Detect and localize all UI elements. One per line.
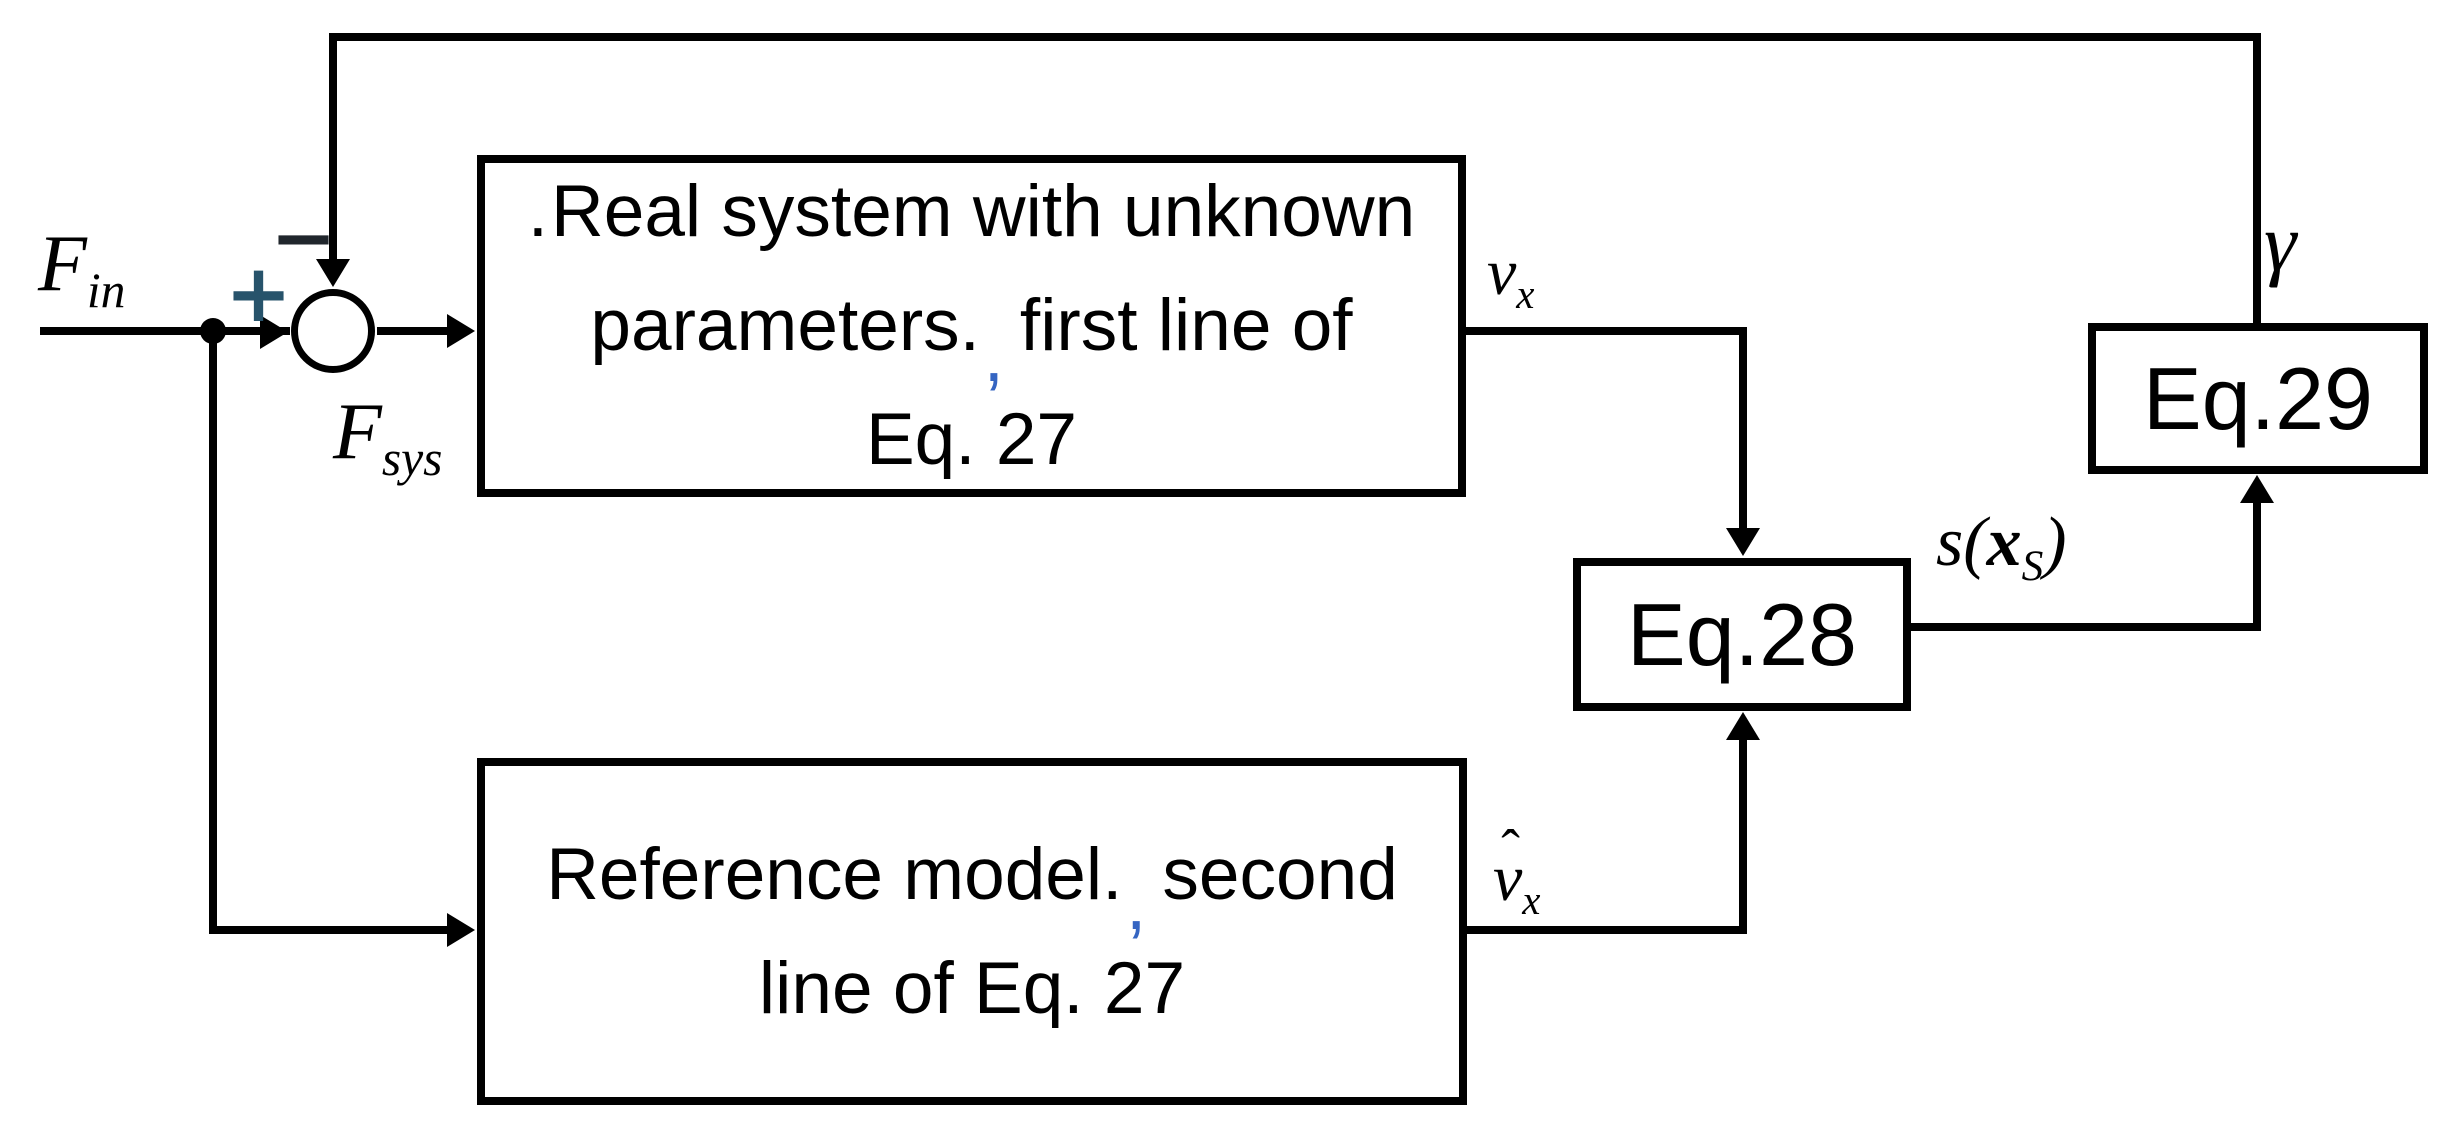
arrow-into-sum-top (316, 259, 350, 287)
arrow-into-sum-left (260, 315, 288, 349)
arrow-into-reference-model (447, 913, 475, 947)
feedback-top-wire (329, 33, 2261, 41)
feedback-right-riser-wire (2253, 33, 2261, 323)
feedback-left-drop-wire (329, 33, 337, 263)
f-sys-label: Fsys (333, 388, 443, 486)
reference-model-block: Reference model.,second line of Eq. 27 (477, 758, 1467, 1105)
reference-output-wire (1462, 926, 1747, 934)
branch-node (200, 318, 226, 344)
branch-down-wire (209, 327, 217, 934)
vhat-up-wire (1739, 740, 1747, 934)
reference-model-line2: line of Eq. 27 (758, 947, 1186, 1029)
branch-to-reference-wire (209, 926, 449, 934)
minus-sign: − (270, 191, 338, 284)
real-system-line1: .Real system with unknown (527, 171, 1416, 252)
sliding-surface-label: s(xS) (1936, 504, 2067, 590)
eq28-output-wire (1906, 623, 2261, 631)
arrow-into-eq28-top (1726, 528, 1760, 556)
arrow-into-eq28-bottom (1726, 712, 1760, 740)
v-x-label: vx (1487, 236, 1535, 318)
plus-sign: + (225, 247, 293, 340)
sxs-up-wire (2253, 501, 2261, 631)
reference-model-line1: Reference model.,second (546, 833, 1398, 946)
f-in-label: Fin (38, 220, 126, 318)
eq29-block: Eq.29 (2088, 323, 2428, 474)
real-output-wire (1462, 327, 1747, 335)
real-system-line3: Eq. 27 (865, 399, 1078, 480)
arrow-into-eq29-bottom (2240, 475, 2274, 503)
sum-to-real-wire (377, 327, 451, 335)
arrow-into-real-system (447, 314, 475, 348)
real-system-block: .Real system with unknown parameters.,fi… (477, 155, 1466, 497)
gamma-label: γ (2264, 197, 2297, 288)
eq28-label: Eq.28 (1627, 584, 1857, 684)
hat-accent: ˆ (1501, 819, 1520, 882)
input-wire (40, 327, 290, 335)
eq29-label: Eq.29 (2143, 348, 2373, 448)
real-system-line2: parameters.,first line of (590, 285, 1353, 397)
eq28-block: Eq.28 (1573, 558, 1911, 711)
vx-down-wire (1739, 327, 1747, 532)
summing-junction (291, 289, 375, 373)
